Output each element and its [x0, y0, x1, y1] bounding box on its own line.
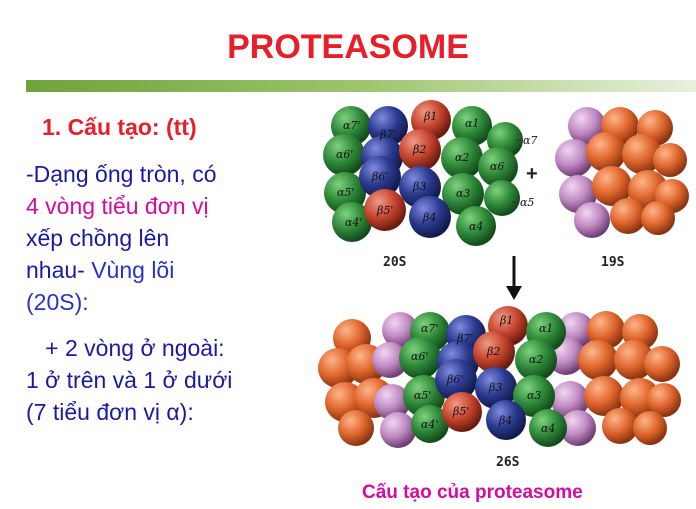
label-26s: 26S: [496, 455, 520, 470]
para1-vung-loi: Vùng lõi: [91, 257, 175, 283]
subunit-a6: [478, 147, 518, 187]
core-20s-top: α7' β7' β1 α1 α6' β2 α2 α6 β6' α5' β3 α3…: [323, 100, 537, 246]
plus-sign: +: [526, 163, 538, 185]
label-top-a6: α6: [490, 160, 504, 173]
label-bot-b6p: β6': [446, 373, 463, 386]
label-bot-a4: α4: [541, 422, 555, 435]
pointer-label-a5: α5: [520, 196, 534, 209]
label-top-b7p: β7': [379, 128, 396, 141]
para1-nhau: nhau-: [26, 257, 85, 283]
subunit-b5p: [364, 189, 406, 231]
label-19s: 19S: [601, 255, 625, 270]
para2-line-3: (7 tiểu đơn vị α):: [26, 399, 194, 425]
label-bot-a7p: α7': [421, 322, 438, 335]
label-top-b5p: β5': [376, 204, 393, 217]
section-heading: 1. Cấu tạo: (tt): [42, 114, 197, 140]
para1-line-1: -Dạng ống tròn, có: [26, 161, 217, 187]
label-bot-b7p: β7': [456, 332, 473, 345]
label-bot-a5p: α5': [414, 389, 431, 402]
title-underline-bar: [26, 80, 696, 92]
label-top-a4p: α4': [345, 216, 362, 229]
label-top-a3: α3: [456, 187, 470, 200]
body-text: -Dạng ống tròn, có 4 vòng tiểu đơn vị xế…: [26, 158, 316, 428]
label-top-a4: α4: [469, 220, 483, 233]
pointer-label-a7: α7: [523, 134, 537, 147]
cap-19s: [555, 107, 689, 238]
label-top-a2: α2: [455, 151, 469, 164]
figure-caption: Cấu tạo của proteasome: [362, 482, 583, 503]
para1-line-2: 4 vòng tiểu đơn vị: [26, 193, 209, 219]
label-top-b3: β3: [412, 180, 426, 193]
label-top-a5p: α5': [337, 186, 354, 199]
label-bot-a1: α1: [539, 322, 553, 335]
label-bot-b2: β2: [486, 345, 500, 358]
label-top-b4: β4: [422, 211, 436, 224]
label-bot-a6p: α6': [411, 350, 428, 363]
subunit-a2: [441, 137, 483, 179]
para2-line-1: + 2 vòng ở ngoài:: [26, 335, 225, 361]
label-top-b2: β2: [412, 143, 426, 156]
subunit-b2: [399, 129, 441, 171]
para1-line-5: (20S):: [26, 289, 89, 315]
subunit-a4p: [332, 202, 372, 242]
label-bot-a2: α2: [529, 353, 543, 366]
proteasome-26s: α7' β7' β1 α1 α6' β2 α2 β6' α5' β3 α3 β5…: [318, 306, 681, 448]
paragraph-1: -Dạng ống tròn, có 4 vòng tiểu đơn vị xế…: [26, 158, 316, 318]
label-bot-a4p: α4': [421, 418, 438, 431]
label-top-b6p: β6': [371, 170, 388, 183]
subunit-b6p: [359, 156, 401, 198]
label-top-a7p: α7': [343, 119, 360, 132]
subunit-a5-outer: [484, 180, 520, 216]
slide-title: PROTEASOME: [227, 28, 469, 66]
para2-line-2: 1 ở trên và 1 ở dưới: [26, 367, 233, 393]
label-top-a6p: α6': [336, 148, 353, 161]
subunit-a3: [442, 173, 484, 215]
down-arrow-icon: [506, 256, 522, 300]
subunit-b7p: [368, 106, 408, 146]
label-bot-b4: β4: [498, 414, 512, 427]
label-top-b1: β1: [423, 110, 437, 123]
label-bot-b3: β3: [488, 381, 502, 394]
subunit-a1: [452, 106, 492, 146]
label-top-a1: α1: [465, 117, 479, 130]
subunit-b4: [409, 196, 451, 238]
label-bot-a3: α3: [527, 389, 541, 402]
subunit-a6p: [323, 134, 365, 176]
paragraph-2: + 2 vòng ở ngoài: 1 ở trên và 1 ở dưới (…: [26, 332, 316, 428]
para1-line-4: nhau- Vùng lõi: [26, 254, 316, 286]
para1-line-3: xếp chồng lên: [26, 225, 170, 251]
label-bot-b5p: β5': [452, 405, 469, 418]
subunit-a4: [456, 206, 496, 246]
label-bot-b1: β1: [499, 314, 513, 327]
label-20s: 20S: [383, 255, 407, 270]
